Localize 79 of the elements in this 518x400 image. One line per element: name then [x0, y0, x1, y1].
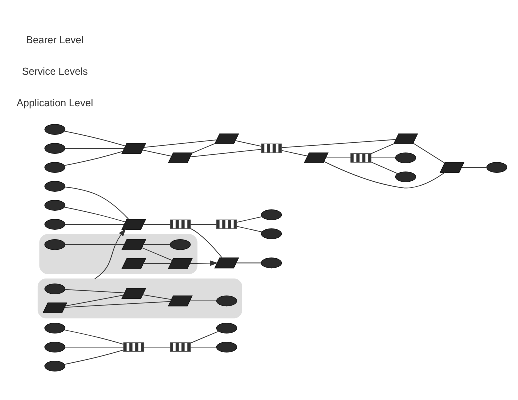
- connector: [413, 142, 446, 164]
- connector: [64, 329, 124, 344]
- node-parallelogram: [122, 258, 146, 269]
- cluster: [40, 234, 198, 274]
- connector: [235, 140, 262, 146]
- node-ellipse: [261, 228, 282, 239]
- node-ellipse: [395, 152, 416, 163]
- connector: [65, 294, 124, 306]
- node-parallelogram: [122, 218, 146, 230]
- node-ellipse: [44, 238, 66, 250]
- label: Service Levels: [22, 66, 88, 78]
- connector: [371, 143, 394, 154]
- connector: [64, 130, 126, 146]
- connector: [64, 349, 124, 364]
- connector: [326, 157, 352, 158]
- connector: [282, 150, 308, 156]
- node-parallelogram: [168, 152, 193, 163]
- connector: [190, 346, 218, 348]
- connector: [371, 157, 396, 158]
- connector: [144, 346, 171, 348]
- connector: [64, 186, 130, 220]
- node-ellipse: [216, 342, 238, 352]
- connector: [371, 161, 398, 174]
- connector: [142, 247, 173, 260]
- node-parallelogram: [122, 238, 146, 250]
- node-ellipse: [44, 283, 66, 294]
- arrow: [94, 228, 126, 279]
- node-ellipse: [216, 322, 238, 334]
- cluster: [38, 278, 242, 318]
- connector: [143, 262, 172, 264]
- node-ellipse: [44, 360, 66, 372]
- node-ellipse: [44, 162, 66, 172]
- node-ellipse: [44, 142, 66, 154]
- node-parallelogram: [122, 142, 146, 154]
- node-parallelogram: [168, 295, 193, 306]
- node-parallelogram: [214, 257, 240, 268]
- connector: [142, 149, 172, 156]
- connector: [190, 228, 223, 258]
- connector: [143, 244, 171, 245]
- connector: [64, 288, 126, 293]
- node-ellipse: [170, 238, 191, 250]
- node-parallelogram: [440, 162, 465, 172]
- node-parallelogram: [393, 133, 418, 144]
- connector: [462, 166, 488, 168]
- connector: [190, 330, 220, 344]
- label: Application Level: [16, 98, 94, 110]
- node-ellipse: [261, 209, 282, 220]
- node-ellipse: [44, 322, 66, 334]
- node-ellipse: [486, 162, 508, 172]
- connector: [236, 226, 262, 232]
- node-parallelogram: [168, 258, 193, 269]
- label: Bearer Level: [26, 34, 84, 46]
- node-ellipse: [261, 257, 282, 268]
- node-ellipse: [44, 180, 66, 192]
- node-ellipse: [44, 200, 66, 210]
- connector: [192, 142, 216, 154]
- node-ellipse: [44, 342, 66, 352]
- connector: [190, 300, 218, 302]
- node-ellipse: [395, 171, 416, 182]
- node-parallelogram: [122, 288, 146, 298]
- node-ellipse: [44, 218, 66, 230]
- node-ellipse: [216, 295, 238, 306]
- connector: [64, 206, 126, 222]
- connector: [64, 346, 124, 348]
- connector: [64, 300, 172, 308]
- connector: [64, 244, 125, 245]
- connector: [190, 148, 262, 157]
- connector: [236, 262, 262, 264]
- connector: [142, 294, 172, 300]
- node-parallelogram: [42, 302, 68, 314]
- node-parallelogram: [304, 152, 329, 163]
- node-parallelogram: [214, 133, 240, 144]
- arrow: [190, 260, 218, 266]
- node-ellipse: [44, 124, 66, 134]
- connector: [144, 139, 218, 148]
- connector: [64, 150, 124, 166]
- connector: [236, 216, 262, 222]
- connector: [324, 160, 446, 188]
- connector: [281, 138, 396, 148]
